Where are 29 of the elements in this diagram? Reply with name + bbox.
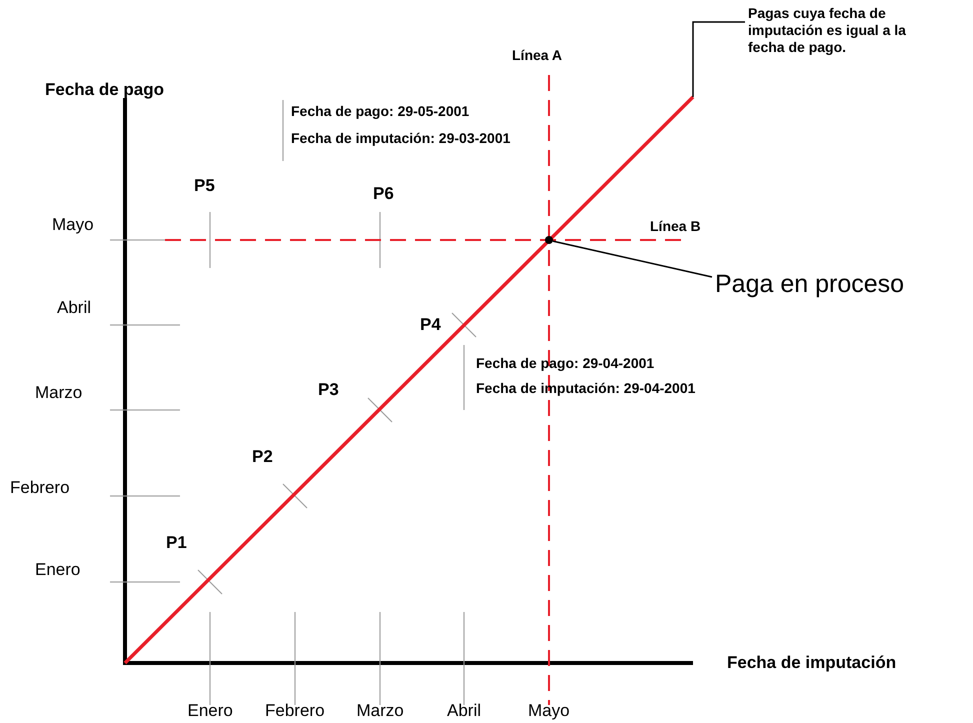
point-label: P4 (420, 315, 441, 336)
tick-label: Enero (35, 560, 80, 580)
tick-label: Marzo (356, 701, 404, 722)
tick-label: Mayo (52, 215, 94, 236)
callout-text: Pagas cuya fecha de imputación es igual a la fecha de pago. (748, 5, 908, 56)
point-label: P3 (318, 380, 339, 400)
point-label: P2 (252, 447, 273, 468)
tick-label: Febrero (10, 478, 70, 498)
annotation-text: Fecha de pago: 29-05-2001 (291, 103, 470, 120)
axis-title: Fecha de pago (45, 80, 164, 100)
tick-label: Abril (57, 298, 92, 318)
tick-label: Enero (188, 701, 233, 722)
point-label: P6 (373, 184, 394, 204)
leader-line (692, 21, 745, 97)
tick-label: Abril (447, 701, 482, 722)
annotation-text: Fecha de imputación: 29-03-2001 (291, 130, 510, 147)
axis-title: Fecha de imputación (727, 653, 896, 674)
annotation-text: Fecha de imputación: 29-04-2001 (476, 380, 696, 397)
tick-label: Febrero (265, 701, 325, 722)
point-label: P5 (194, 176, 215, 196)
callout-text: Paga en proceso (715, 269, 904, 299)
point-label: P1 (166, 533, 187, 554)
tick-label: Marzo (35, 383, 82, 404)
point-dot (545, 236, 553, 244)
annotation-text: Fecha de pago: 29-04-2001 (476, 355, 654, 372)
tick-label: Mayo (528, 701, 570, 722)
line-label: Línea B (650, 218, 701, 235)
line-label: Línea A (512, 47, 562, 64)
leader-line (552, 240, 712, 278)
